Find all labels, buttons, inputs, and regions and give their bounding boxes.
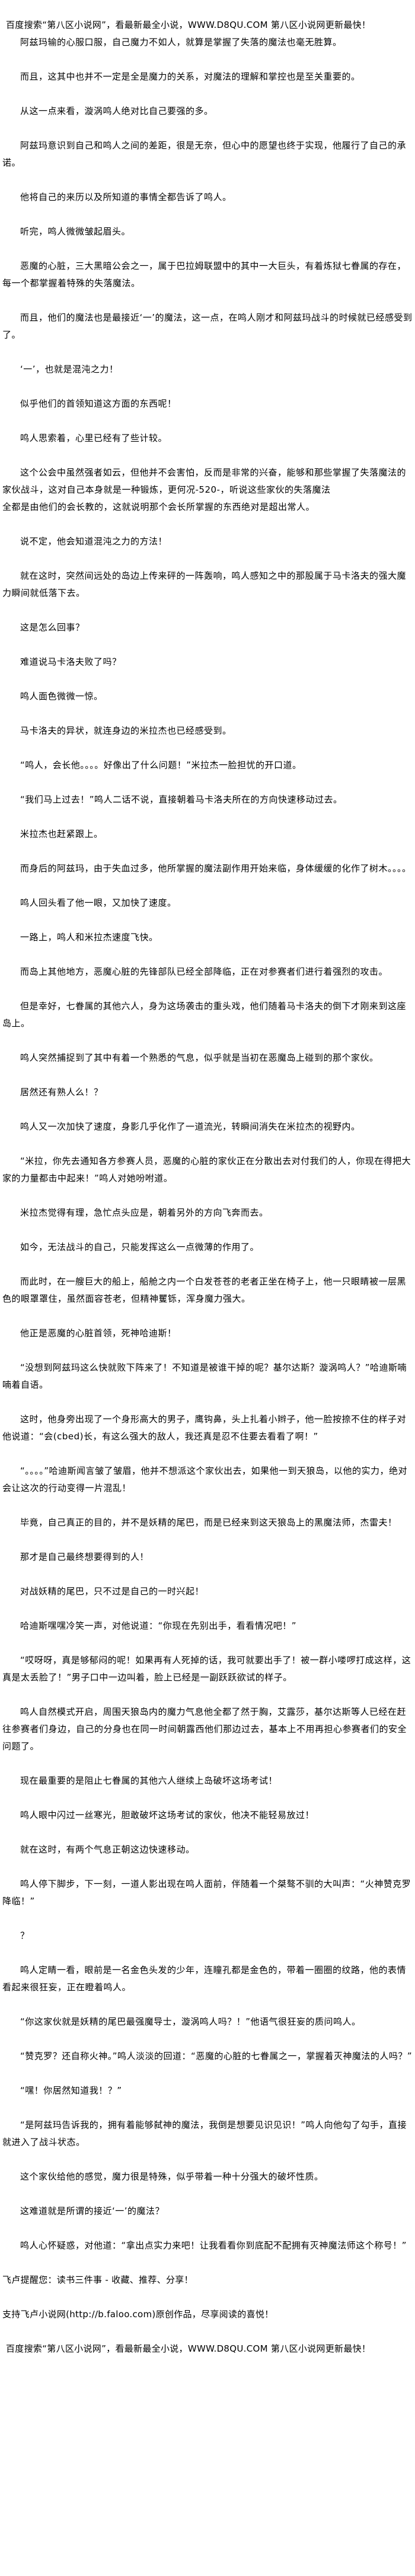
paragraph: 哈迪斯嘿嘿冷笑一声，对他说道：“你现在先别出手，看看情况吧！” xyxy=(20,1620,297,1631)
paragraph: 而身后的阿兹玛，由于失血过多，他所掌握的魔法副作用开始来临，身体缓缓的化作了树木… xyxy=(20,863,411,874)
paragraph: “。。。。”哈迪斯闻言皱了皱眉，他并不想派这个家伙出去，如果他一到天狼岛，以他的… xyxy=(2,1465,408,1493)
paragraph: “赞克罗？还自称火神。”鸣人淡淡的回道：“恶魔的心脏的七眷属之一，掌握着灭神魔法… xyxy=(20,2051,413,2061)
paragraph: 对战妖精的尾巴，只不过是自己的一时兴起！ xyxy=(20,1586,205,1597)
paragraph: 这个公会中虽然强者如云，但他并不会害怕，反而是非常的兴奋，能够和那些掌握了失落魔… xyxy=(2,467,407,512)
paragraph: 听完，鸣人微微皱起眉头。 xyxy=(20,226,131,237)
paragraph: “嘿！你居然知道我！？” xyxy=(20,2085,122,2096)
paragraph: 现在最重要的是阻止七眷属的其他六人继续上岛破坏这场考试！ xyxy=(20,1775,278,1786)
paragraph: 而且，他们的魔法也是最接近‘一’的魔法，这一点，在鸣人刚才和阿兹玛战斗的时候就已… xyxy=(2,312,413,340)
paragraph: 居然还有熟人么！？ xyxy=(20,1087,103,1097)
paragraph: “你这家伙就是妖精的尾巴最强魔导士，漩涡鸣人吗？！”他语气很狂妄的质问鸣人。 xyxy=(20,2016,361,2027)
paragraph: 鸣人思索着，心里已经有了些计较。 xyxy=(20,433,168,443)
paragraph: 米拉杰觉得有理，急忙点头应是，朝着另外的方向飞奔而去。 xyxy=(20,1207,269,1218)
paragraph: “鸣人，会长他。。。。好像出了什么问题！”米拉杰一脸担忧的开口道。 xyxy=(20,760,302,770)
paragraph: 而且，这其中也并不一定是全是魔力的关系，对魔法的理解和掌控也是至关重要的。 xyxy=(20,71,360,82)
paragraph: 说不定，他会知道混沌之力的方法！ xyxy=(20,536,168,547)
paragraph: 这难道就是所谓的接近‘一’的魔法？ xyxy=(20,2206,165,2216)
paragraph: 如今，无法战斗的自己，只能发挥这么一点微薄的作用了。 xyxy=(20,1242,260,1252)
paragraph: 鸣人面色微微一惊。 xyxy=(20,691,103,702)
paragraph: “哎呀呀，真是够郁闷的呢！如果再有人死掉的话，我可就要出手了！被一群小喽啰打成这… xyxy=(2,1655,411,1683)
paragraph: 鸣人回头看了他一眼，又加快了速度。 xyxy=(20,897,177,908)
footer-support: 支持飞卢小说网(http://b.faloo.com)原创作品，尽享阅读的喜悦！ xyxy=(2,2309,274,2320)
paragraph: 阿兹玛意识到自己和鸣人之间的差距，很是无奈，但心中的愿望也终于实现，他履行了自己… xyxy=(2,140,407,168)
paragraph: 而岛上其他地方，恶魔心脏的先锋部队已经全部降临，正在对参赛者们进行着强烈的攻击。 xyxy=(20,966,388,977)
paragraph: 这是怎么回事？ xyxy=(20,622,85,633)
paragraph: 他将自己的来历以及所知道的事情全都告诉了鸣人。 xyxy=(20,192,232,202)
paragraph: 从这一点来看，漩涡鸣人绝对比自己要强的多。 xyxy=(20,106,213,116)
paragraph: 难道说马卡洛夫败了吗？ xyxy=(20,656,122,667)
paragraph: “米拉，你先去通知各方参赛人员，恶魔的心脏的家伙正在分散出去对付我们的人，你现在… xyxy=(2,1156,411,1184)
paragraph: 阿兹玛输的心服口服，自己魔力不如人，就算是掌握了失落的魔法也毫无胜算。 xyxy=(20,37,342,47)
paragraph: 似乎他们的首领知道这方面的东西呢！ xyxy=(20,398,177,409)
paragraph: 鸣人突然捕捉到了其中有着一个熟悉的气息，似乎就是当初在恶魔岛上碰到的那个家伙。 xyxy=(20,1052,379,1063)
paragraph: 米拉杰也赶紧跟上。 xyxy=(20,829,103,839)
paragraph: 毕竟，自己真正的目的，并不是妖精的尾巴，而是已经来到这天狼岛上的黑魔法师，杰雷夫… xyxy=(20,1517,397,1528)
paragraph: ？ xyxy=(20,1930,30,1941)
paragraph: 就在这时，有两个气息正朝这边快速移动。 xyxy=(20,1844,195,1855)
chapter-body: 阿兹玛输的心服口服，自己魔力不如人，就算是掌握了失落的魔法也毫无胜算。而且，这其… xyxy=(2,34,413,2254)
paragraph: “是阿兹玛告诉我的，拥有着能够弑神的魔法，我倒是想要见识见识！”鸣人向他勾了勾手… xyxy=(2,2120,407,2147)
paragraph: “没想到阿兹玛这么快就败下阵来了！不知道是被谁干掉的呢？基尔达斯？漩涡鸣人？”哈… xyxy=(2,1362,407,1390)
paragraph: 这个家伙给他的感觉，魔力很是特殊，似乎带着一种十分强大的破坏性质。 xyxy=(20,2171,324,2182)
paragraph: 鸣人定睛一看，眼前是一名金色头发的少年，连瞳孔都是金色的，带着一圈圈的纹路，他的… xyxy=(2,1965,407,1993)
paragraph: 而此时，在一艘巨大的船上，船舱之内一个白发苍苍的老者正坐在椅子上，他一只眼睛被一… xyxy=(2,1276,407,1304)
paragraph: ‘一’，也就是混沌之力！ xyxy=(20,364,119,375)
paragraph: 他正是恶魔的心脏首领，死神哈迪斯！ xyxy=(20,1328,177,1338)
paragraph: 这时，他身旁出现了一个身形高大的男子，鹰钩鼻，头上扎着小辫子，他一脸按捺不住的样… xyxy=(2,1414,407,1442)
paragraph: 但是幸好，七眷属的其他六人，身为这场袭击的重头戏，他们随着马卡洛夫的倒下才刚来到… xyxy=(2,1001,407,1029)
paragraph: 鸣人心怀疑惑，对他道：“拿出点实力来吧！让我看看你到底配不配拥有灭神魔法师这个称… xyxy=(20,2240,407,2251)
paragraph: “我们马上过去！”鸣人二话不说，直接朝着马卡洛夫所在的方向快速移动过去。 xyxy=(20,794,343,805)
paragraph: 恶魔的心脏，三大黑暗公会之一，属于巴拉姆联盟中的其中一大巨头，有着炼狱七眷属的存… xyxy=(2,261,407,288)
paragraph: 鸣人眼中闪过一丝寒光，胆敢破坏这场考试的家伙，他决不能轻易放过！ xyxy=(20,1810,315,1820)
paragraph: 一路上，鸣人和米拉杰速度飞快。 xyxy=(20,932,158,943)
chapter-page: 百度搜索“第八区小说网”，看最新最全小说，WWW.D8QU.COM 第八区小说网… xyxy=(2,20,413,2354)
footer-reminder: 飞卢提醒您：读书三件事 - 收藏、推荐、分享！ xyxy=(2,2274,193,2285)
paragraph: 鸣人又一次加快了速度，身影几乎化作了一道流光，转瞬间消失在米拉杰的视野内。 xyxy=(20,1121,360,1132)
header-ad-text: 百度搜索“第八区小说网”，看最新最全小说，WWW.D8QU.COM 第八区小说网… xyxy=(6,20,371,30)
paragraph: 就在这时，突然间远处的岛边上传来砰的一阵轰响，鸣人感知之中的那股属于马卡洛夫的强… xyxy=(2,570,407,598)
footer-ad-text: 百度搜索“第八区小说网”，看最新最全小说，WWW.D8QU.COM 第八区小说网… xyxy=(6,2343,371,2354)
paragraph: 那才是自己最终想要得到的人！ xyxy=(20,1552,149,1562)
paragraph: 鸣人停下脚步，下一刻，一道人影出现在鸣人面前，伴随着一个桀骜不驯的大叫声：“火神… xyxy=(2,1879,411,1906)
paragraph: 鸣人自然模式开启，周围天狼岛内的魔力气息他全都了然于胸，艾露莎，基尔达斯等人已经… xyxy=(2,1706,407,1752)
paragraph: 马卡洛夫的异状，就连身边的米拉杰也已经感受到。 xyxy=(20,725,232,736)
